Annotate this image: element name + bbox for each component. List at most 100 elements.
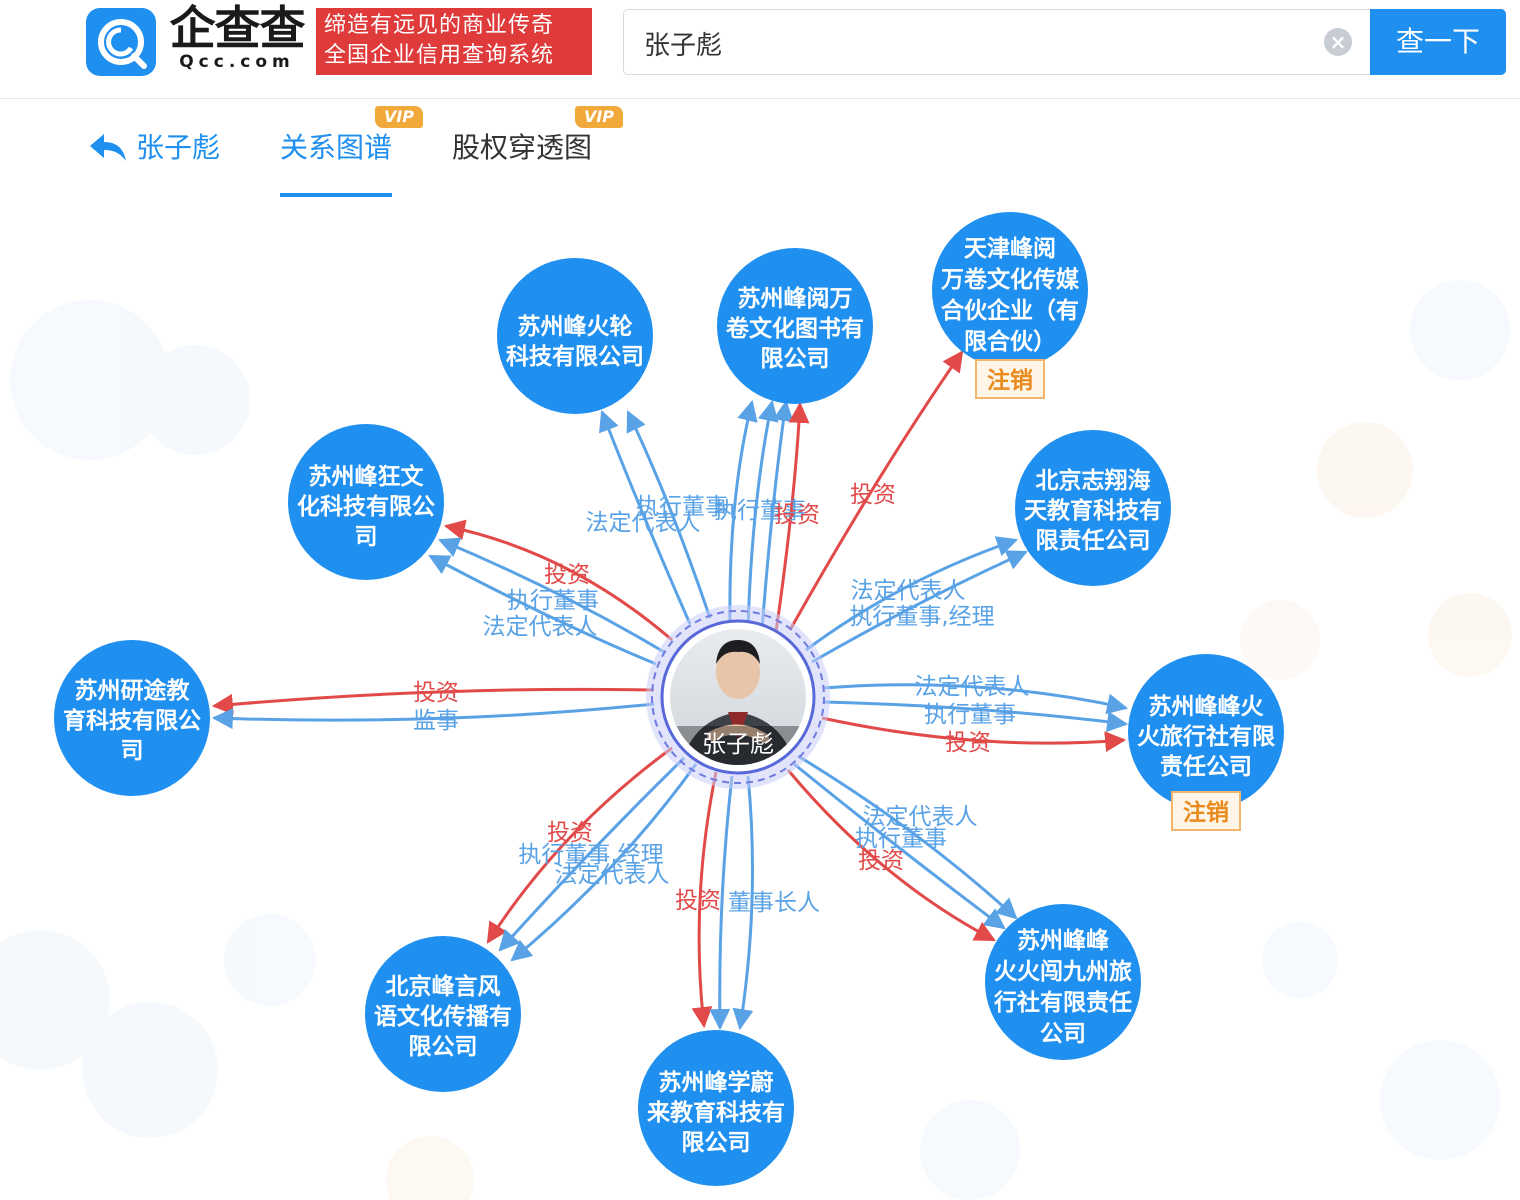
edge-role-line [805, 536, 1018, 652]
edge-role-line [793, 762, 1006, 930]
company-node-tianjin[interactable]: 天津峰阅 万卷文化传媒 合伙企业（有 限合伙） [932, 212, 1088, 368]
edge-label-role: 董事长人 [728, 890, 820, 916]
search-button[interactable]: 查一下 [1370, 9, 1506, 75]
company-name-line: 限责任公司 [1036, 527, 1151, 554]
company-node-fengyan[interactable]: 北京峰言风 语文化传播有 限公司 [365, 936, 521, 1092]
center-person-node[interactable]: 张子彪 [646, 605, 830, 789]
svg-text:注销: 注销 [1183, 799, 1229, 826]
edge-invest-line [786, 769, 996, 942]
graph-edges [211, 350, 1129, 1031]
edge-label-role: 法定代表人 [915, 674, 1030, 700]
edge-role-line [823, 700, 1129, 733]
edge-label-role: 执行董事,经理 [518, 842, 663, 868]
company-name-line: 北京志翔海 [1036, 467, 1151, 494]
tab-label: 关系图谱 [280, 131, 393, 164]
edge-invest-line [821, 716, 1127, 753]
edge-label-role: 监事 [413, 708, 459, 734]
edge-role-line [599, 410, 692, 625]
edge-label-invest: 投资 [858, 848, 904, 874]
vip-badge: VIP [375, 106, 423, 128]
edge-invest-line [788, 350, 964, 631]
edge-role-line [498, 756, 686, 952]
edge-label-role: 法定代表人 [863, 804, 978, 830]
edge-role-line [510, 763, 698, 962]
slogan-line1: 缔造有远见的商业传奇 [324, 13, 555, 38]
edge-label-invest: 投资 [675, 888, 721, 914]
edge-invest-line [443, 519, 673, 642]
watermark-decor [0, 280, 1512, 1200]
edge-label-role: 执行董事 [855, 826, 947, 852]
company-name-line: 天津峰阅 [964, 235, 1056, 262]
vip-badge: VIP [575, 106, 623, 128]
edge-label-invest: 投资 [547, 820, 593, 846]
company-name-line: 来教育科技有 [647, 1099, 785, 1126]
company-name-line: 苏州峰峰 [1017, 928, 1110, 954]
edge-role-line [728, 399, 758, 629]
back-tab-label: 张子彪 [136, 131, 221, 164]
edge-role-line [732, 775, 754, 1031]
edge-labels: 法定代表人 执行董事 执行董事 投资 投资 投资 执行董事 法定代表人 法定代表… [413, 482, 1030, 916]
edge-label-invest: 投资 [413, 680, 459, 706]
company-nodes: 苏州峰火轮 科技有限公司 苏州峰阅万 卷文化图书有 限公司 天津峰阅 万卷文化传… [54, 212, 1284, 1186]
person-avatar [670, 629, 806, 765]
svg-text:注销: 注销 [987, 367, 1033, 394]
company-name-line: 苏州峰阅万 [738, 286, 853, 312]
company-name-line: 限公司 [409, 1034, 478, 1060]
company-name-line: 行社有限责任 [993, 989, 1132, 1016]
company-node-yuewan[interactable]: 苏州峰阅万 卷文化图书有 限公司 [717, 248, 873, 404]
company-name-line: 育科技有限公 [63, 707, 201, 734]
tab-relation-graph[interactable]: 关系图谱 [280, 128, 392, 168]
company-name-line: 合伙企业（有 [941, 297, 1079, 324]
brand-name[interactable]: 企查查 [169, 1, 306, 55]
back-to-person-tab[interactable]: 张子彪 [88, 128, 220, 168]
edge-label-invest: 投资 [945, 730, 991, 756]
company-name-line: 司 [121, 738, 144, 764]
edge-label-role: 执行董事 [714, 498, 806, 524]
company-name-line: 苏州峰狂文 [309, 463, 425, 490]
company-name-line: 司 [355, 524, 378, 550]
edge-label-role: 执行董事,经理 [849, 604, 994, 630]
edge-label-role: 法定代表人 [586, 510, 701, 536]
company-name-line: 火火闯九州旅 [994, 958, 1132, 985]
company-node-kuangwen[interactable]: 苏州峰狂文 化科技有限公 司 [288, 424, 444, 580]
edge-role-line [211, 702, 655, 730]
edge-role-line [811, 550, 1028, 664]
edge-invest-line [486, 746, 673, 944]
edge-role-line [438, 537, 665, 654]
company-name-line: 北京峰言风 [386, 973, 501, 1000]
center-person-name: 张子彪 [702, 730, 774, 758]
company-node-xuewei[interactable]: 苏州峰学蔚 来教育科技有 限公司 [638, 1030, 794, 1186]
status-badge-cancelled: 注销 [975, 359, 1045, 399]
top-header: 企查查 Qcc.com 缔造有远见的商业传奇 全国企业信用查询系统 × 查一下 [0, 0, 1520, 99]
edge-role-line [428, 554, 657, 666]
company-name-line: 苏州研途教 [75, 677, 191, 704]
company-name-line: 公司 [1040, 1021, 1086, 1047]
edge-label-invest: 投资 [544, 562, 590, 588]
company-node-yantu[interactable]: 苏州研途教 育科技有限公 司 [54, 640, 210, 796]
clear-icon[interactable]: × [1324, 28, 1352, 56]
company-name-line: 苏州峰峰火 [1149, 694, 1264, 720]
tab-equity-penetration[interactable]: 股权穿透图 [452, 128, 592, 168]
company-node-jiuzhou[interactable]: 苏州峰峰 火火闯九州旅 行社有限责任 公司 [985, 904, 1141, 1060]
company-name-line: 责任公司 [1160, 753, 1252, 780]
company-name-line: 苏州峰火轮 [518, 313, 633, 340]
slogan-line2: 全国企业信用查询系统 [324, 43, 555, 68]
company-node-huolun[interactable]: 苏州峰火轮 科技有限公司 [497, 258, 653, 414]
search-box: × [623, 9, 1371, 75]
edge-role-line [760, 399, 794, 631]
active-tab-indicator [280, 193, 392, 197]
edge-label-role: 执行董事 [636, 494, 728, 520]
edge-invest-line [211, 687, 655, 715]
qcc-logo-icon[interactable] [86, 8, 156, 76]
edge-label-role: 执行董事 [507, 588, 599, 614]
company-name-line: 火旅行社有限 [1137, 723, 1275, 750]
edge-label-role: 法定代表人 [555, 862, 670, 888]
company-node-fenghuo[interactable]: 苏州峰峰火 火旅行社有限 责任公司 [1128, 654, 1284, 810]
tab-bar: 张子彪 关系图谱 VIP 股权穿透图 VIP [0, 98, 1520, 208]
company-node-zhixiang[interactable]: 北京志翔海 天教育科技有 限责任公司 [1015, 430, 1171, 586]
edge-label-role: 法定代表人 [851, 578, 966, 604]
search-input[interactable] [642, 20, 1296, 66]
company-name-line: 限公司 [761, 346, 830, 372]
edge-role-line [823, 683, 1129, 715]
